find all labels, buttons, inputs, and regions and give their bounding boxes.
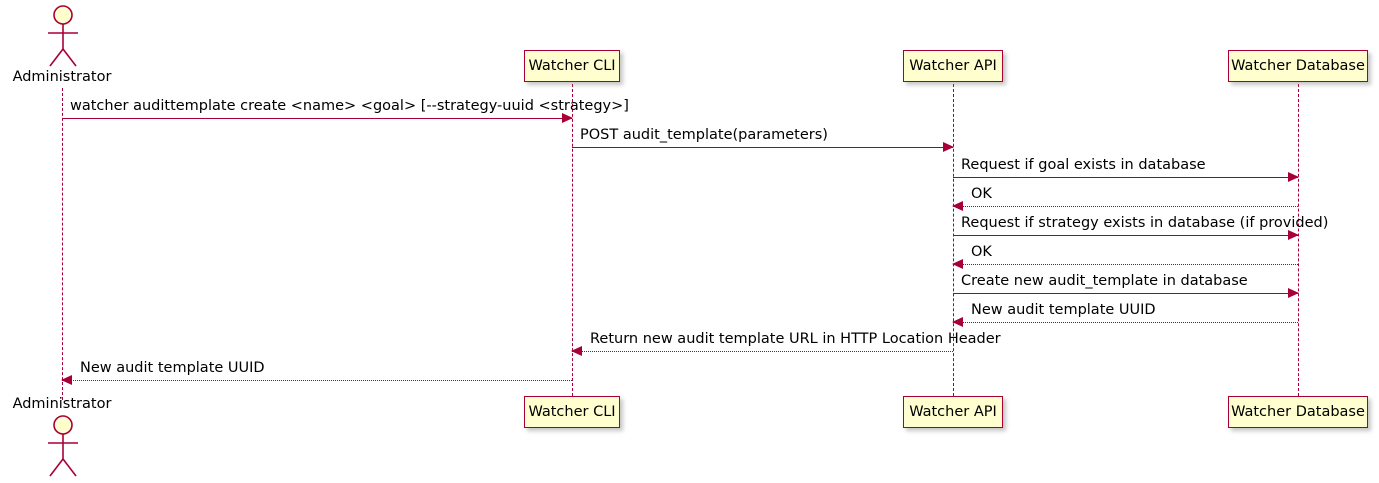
- participant-label-watcher-api-top: Watcher API: [909, 58, 997, 74]
- message-3-label: Request if goal exists in database: [961, 157, 1206, 173]
- message-9-arrowhead-icon: [571, 346, 582, 356]
- message-4-label: OK: [971, 186, 992, 202]
- message-10-label: New audit template UUID: [80, 360, 265, 376]
- participant-box-watcher-db-bottom[interactable]: Watcher Database: [1228, 396, 1368, 428]
- participant-label-watcher-cli-bottom: Watcher CLI: [528, 404, 616, 420]
- message-1-line: [62, 118, 572, 119]
- message-10-line: [62, 380, 572, 381]
- message-8-line: [953, 322, 1298, 323]
- lifeline-watcher-db: [1298, 84, 1299, 396]
- lifeline-watcher-api: [953, 84, 954, 396]
- message-2-label: POST audit_template(parameters): [580, 127, 828, 143]
- lifeline-administrator: [62, 88, 63, 400]
- message-4-arrowhead-icon: [952, 201, 963, 211]
- message-6-arrowhead-icon: [952, 259, 963, 269]
- message-1-arrowhead-icon: [562, 113, 573, 123]
- message-7-arrowhead-icon: [1288, 288, 1299, 298]
- participant-box-watcher-cli-bottom[interactable]: Watcher CLI: [524, 396, 620, 428]
- actor-administrator-bottom: [36, 414, 90, 482]
- participant-label-watcher-db-bottom: Watcher Database: [1231, 404, 1365, 420]
- participant-label-watcher-api-bottom: Watcher API: [909, 404, 997, 420]
- message-6-label: OK: [971, 244, 992, 260]
- participant-label-watcher-cli-top: Watcher CLI: [528, 58, 616, 74]
- message-2-line: [572, 147, 953, 148]
- message-1-label: watcher audittemplate create <name> <goa…: [70, 98, 629, 114]
- participant-label-watcher-db-top: Watcher Database: [1231, 58, 1365, 74]
- message-5-line: [953, 235, 1298, 236]
- message-3-line: [953, 177, 1298, 178]
- message-8-label: New audit template UUID: [971, 302, 1156, 318]
- message-4-line: [953, 206, 1298, 207]
- actor-label-administrator-bottom: Administrator: [12, 396, 112, 412]
- message-6-line: [953, 264, 1298, 265]
- participant-box-watcher-cli-top[interactable]: Watcher CLI: [524, 50, 620, 82]
- message-5-label: Request if strategy exists in database (…: [961, 215, 1329, 231]
- message-5-arrowhead-icon: [1288, 230, 1299, 240]
- message-7-line: [953, 293, 1298, 294]
- participant-box-watcher-api-bottom[interactable]: Watcher API: [903, 396, 1003, 428]
- message-9-line: [572, 351, 953, 352]
- message-3-arrowhead-icon: [1288, 172, 1299, 182]
- message-9-label: Return new audit template URL in HTTP Lo…: [590, 331, 1001, 347]
- message-7-label: Create new audit_template in database: [961, 273, 1248, 289]
- lifeline-watcher-cli: [572, 84, 573, 396]
- participant-box-watcher-api-top[interactable]: Watcher API: [903, 50, 1003, 82]
- message-2-arrowhead-icon: [943, 142, 954, 152]
- actor-administrator-top: [36, 4, 90, 72]
- actor-label-administrator-top: Administrator: [12, 69, 112, 85]
- message-10-arrowhead-icon: [61, 375, 72, 385]
- message-8-arrowhead-icon: [952, 317, 963, 327]
- participant-box-watcher-db-top[interactable]: Watcher Database: [1228, 50, 1368, 82]
